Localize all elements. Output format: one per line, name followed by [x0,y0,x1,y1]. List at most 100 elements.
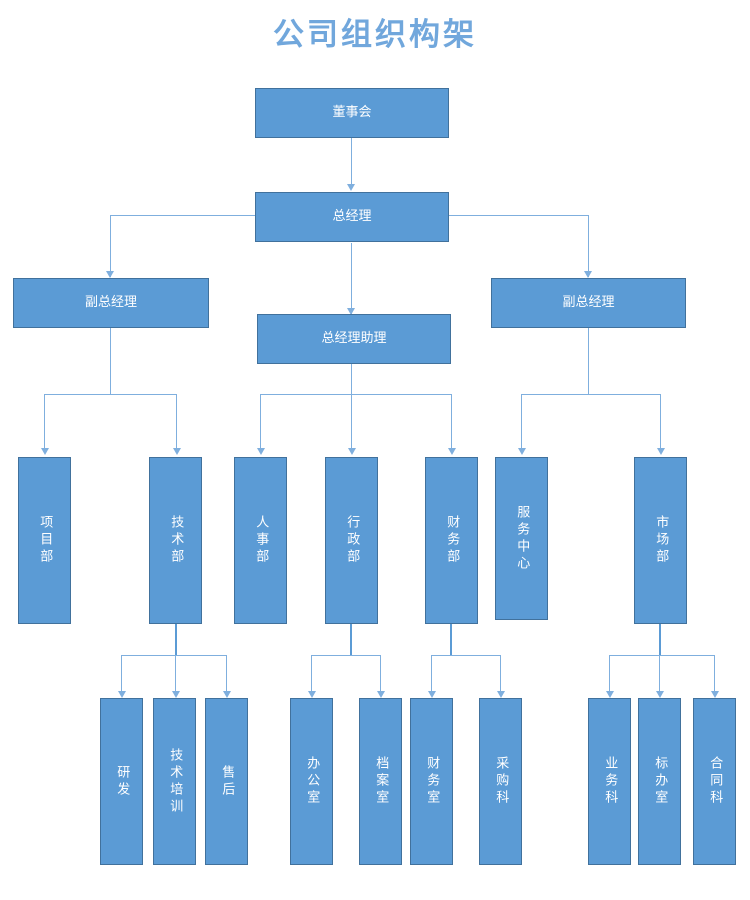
node-office-label: 办公室 [304,756,320,807]
connector-to-office [311,655,312,695]
connector-admin-stem [350,620,352,655]
node-office[interactable]: 办公室 [290,698,333,865]
node-tech-dept-label: 技术部 [168,515,184,566]
node-bid-office-label: 标办室 [652,756,668,807]
connector-finance-stem [450,620,452,655]
connector-finance-bus [431,655,501,656]
connector-assistant-stem [351,364,352,394]
connector-tech-stem [175,620,177,655]
node-service-center[interactable]: 服务中心 [495,457,548,620]
node-finance-room-label: 财务室 [424,756,440,807]
node-board[interactable]: 董事会 [255,88,449,138]
node-rd[interactable]: 研发 [100,698,143,865]
node-contract-section-label: 合同科 [707,756,723,807]
connector-market-stem [659,620,661,655]
node-tech-training[interactable]: 技术培训 [153,698,196,865]
arrowhead-bid-office [656,691,664,698]
node-business-section-label: 业务科 [602,756,618,807]
connector-to-tech [176,394,177,452]
connector-dgm-left-stem [110,328,111,394]
connector-dgm-right-bus [521,394,661,395]
node-tech-training-label: 技术培训 [167,747,183,816]
connector-to-finance [451,394,452,452]
connector-to-market [660,394,661,452]
connector-gm-to-dgm-right [588,215,589,277]
node-project-dept[interactable]: 项目部 [18,457,71,624]
node-deputy-gm-left[interactable]: 副总经理 [13,278,209,328]
connector-board-to-gm [351,138,352,188]
arrowhead-tech [173,448,181,455]
node-rd-label: 研发 [114,764,130,799]
node-finance-dept-label: 财务部 [444,515,460,566]
connector-to-bid-office [659,655,660,695]
arrowhead-admin [348,448,356,455]
node-general-manager[interactable]: 总经理 [255,192,449,242]
arrowhead-hr [257,448,265,455]
connector-tech-bus [121,655,226,656]
node-contract-section[interactable]: 合同科 [693,698,736,865]
node-finance-room[interactable]: 财务室 [410,698,453,865]
arrowhead-contract [711,691,719,698]
node-aftersales-label: 售后 [219,764,235,799]
connector-to-rd [121,655,122,695]
connector-to-business [609,655,610,695]
arrowhead-office [308,691,316,698]
page-title: 公司组织构架 [273,17,477,53]
arrowhead-dgm-right [584,271,592,278]
node-finance-dept[interactable]: 财务部 [425,457,478,624]
connector-dgm-left-bus [44,394,177,395]
node-gm-assistant[interactable]: 总经理助理 [257,314,451,364]
arrowhead-service [518,448,526,455]
connector-to-finance-room [431,655,432,695]
node-aftersales[interactable]: 售后 [205,698,248,865]
arrowhead-finance-room [428,691,436,698]
node-archive-room[interactable]: 档案室 [359,698,402,865]
arrowhead-project [41,448,49,455]
node-market-dept-label: 市场部 [653,515,669,566]
arrowhead-dgm-left [106,271,114,278]
node-deputy-gm-right[interactable]: 副总经理 [491,278,686,328]
connector-market-bus [609,655,714,656]
node-admin-dept-label: 行政部 [344,515,360,566]
connector-to-service [521,394,522,452]
node-purchase-section[interactable]: 采购科 [479,698,522,865]
connector-to-aftersales [226,655,227,695]
node-project-dept-label: 项目部 [37,515,53,566]
arrowhead-business [606,691,614,698]
arrowhead-archive [377,691,385,698]
node-archive-room-label: 档案室 [373,756,389,807]
connector-to-hr [260,394,261,452]
connector-to-archive [380,655,381,695]
node-service-center-label: 服务中心 [514,504,530,573]
arrowhead-gm-assistant [347,308,355,315]
arrowhead-gm [347,184,355,191]
node-hr-dept-label: 人事部 [253,515,269,566]
node-purchase-section-label: 采购科 [493,756,509,807]
connector-admin-bus [311,655,381,656]
connector-to-contract [714,655,715,695]
connector-to-project [44,394,45,452]
connector-to-purchase [500,655,501,695]
node-tech-dept[interactable]: 技术部 [149,457,202,624]
node-bid-office[interactable]: 标办室 [638,698,681,865]
arrowhead-finance [448,448,456,455]
connector-gm-to-assistant [351,243,352,314]
node-market-dept[interactable]: 市场部 [634,457,687,624]
arrowhead-market [657,448,665,455]
arrowhead-aftersales [223,691,231,698]
arrowhead-tech-train [172,691,180,698]
node-general-manager-label: 总经理 [332,209,372,225]
connector-to-tech-train [175,655,176,695]
node-admin-dept[interactable]: 行政部 [325,457,378,624]
connector-gm-to-dgm-left [110,215,111,277]
node-deputy-gm-right-label: 副总经理 [562,295,615,311]
arrowhead-purchase [497,691,505,698]
node-deputy-gm-left-label: 副总经理 [84,295,137,311]
connector-dgm-right-stem [588,328,589,394]
node-business-section[interactable]: 业务科 [588,698,631,865]
connector-gm-bus-right [448,215,588,216]
connector-assistant-bus [260,394,451,395]
connector-gm-bus-left [110,215,255,216]
node-hr-dept[interactable]: 人事部 [234,457,287,624]
